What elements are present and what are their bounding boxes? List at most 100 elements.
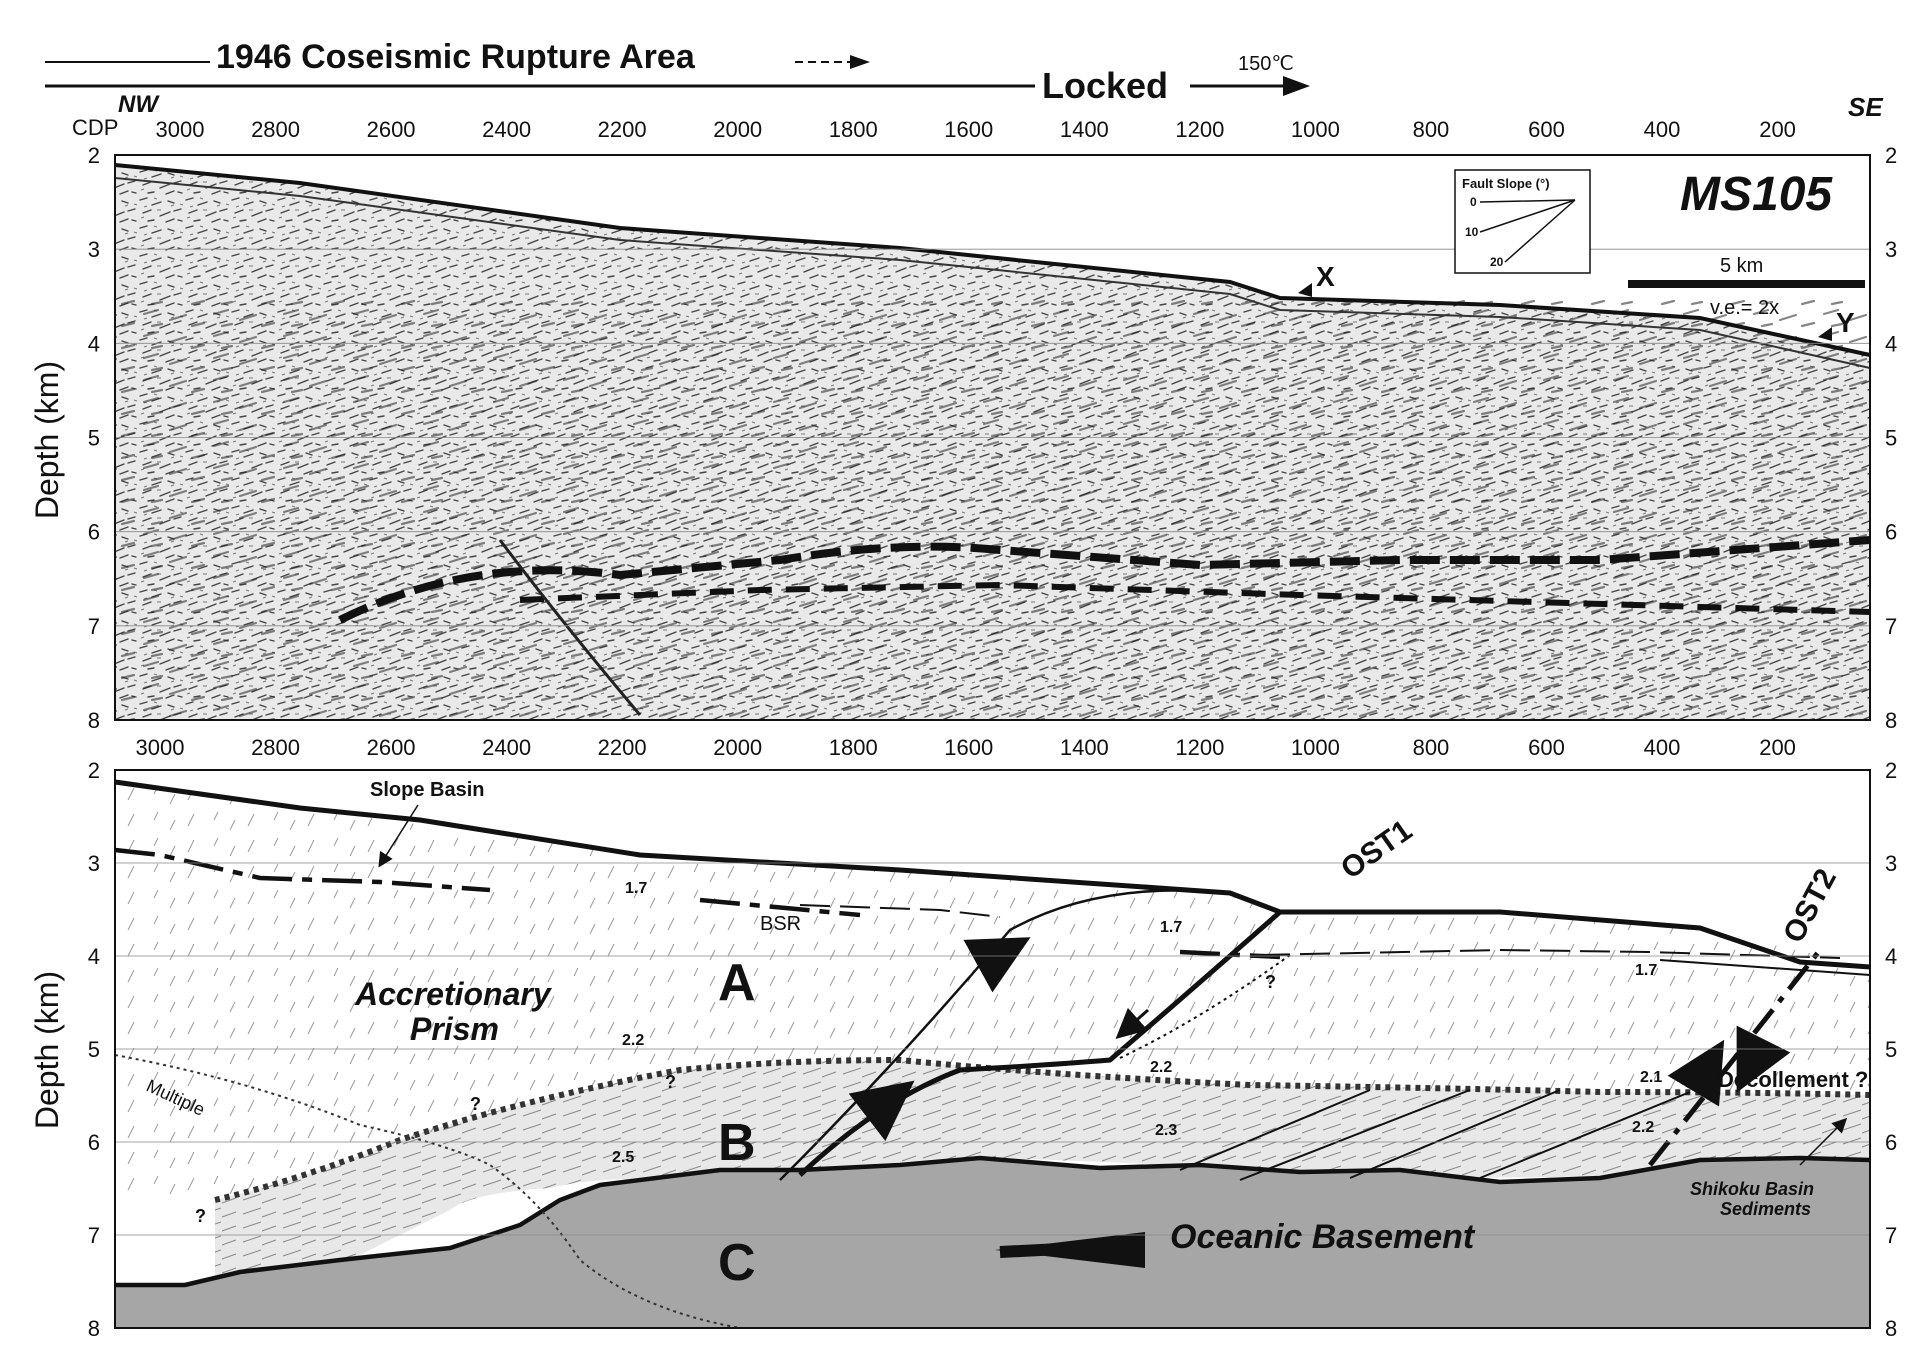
shikoku-label-2: Sediments bbox=[1720, 1199, 1811, 1219]
cdp-tick-label: 2800 bbox=[251, 117, 300, 142]
depth-tick-label: 2 bbox=[88, 143, 100, 168]
locked-arrow-head bbox=[1283, 76, 1310, 96]
bottom-depth-axis-label: Depth (km) bbox=[29, 971, 65, 1129]
cdp-tick-label: 1200 bbox=[1175, 735, 1224, 760]
cdp-tick-label: 1600 bbox=[944, 735, 993, 760]
cdp-tick-label: 1800 bbox=[829, 735, 878, 760]
fault-ost2 bbox=[1648, 948, 1822, 1167]
velocity-4: 2.2 bbox=[622, 1032, 644, 1049]
depth-tick-label: 3 bbox=[1885, 851, 1897, 876]
legend-title: Fault Slope (°) bbox=[1462, 176, 1550, 191]
depth-tick-label: 8 bbox=[1885, 1316, 1897, 1341]
depth-tick-label: 5 bbox=[1885, 1037, 1897, 1062]
cdp-tick-label: 2800 bbox=[251, 735, 300, 760]
shikoku-label-1: Shikoku Basin bbox=[1690, 1179, 1814, 1199]
question-1: ? bbox=[470, 1094, 481, 1114]
rupture-label: 1946 Coseismic Rupture Area bbox=[216, 38, 696, 76]
depth-tick-label: 2 bbox=[88, 758, 100, 783]
depth-tick-label: 8 bbox=[88, 1316, 100, 1341]
velocity-7: 2.2 bbox=[1632, 1119, 1654, 1136]
profile-name: MS105 bbox=[1680, 168, 1833, 221]
depth-tick-label: 3 bbox=[88, 851, 100, 876]
seafloor-top-2 bbox=[114, 177, 1871, 369]
thrust-faults bbox=[1179, 1089, 1691, 1181]
motion-arrow-5 bbox=[1115, 1007, 1149, 1039]
temp-label: 150℃ bbox=[1238, 53, 1294, 75]
depth-tick-label: 5 bbox=[88, 1037, 100, 1062]
motion-arrow-1 bbox=[963, 937, 1031, 993]
header: 1946 Coseismic Rupture Area Locked 150℃ … bbox=[45, 38, 1883, 122]
cdp-tick-label: 400 bbox=[1644, 735, 1681, 760]
cdp-tick-label: 1200 bbox=[1175, 117, 1224, 142]
cdp-tick-label: 2400 bbox=[482, 735, 531, 760]
cdp-tick-label: 200 bbox=[1759, 735, 1796, 760]
oceanic-basement bbox=[115, 1158, 1870, 1328]
vertical-exaggeration: v.e.= 2x bbox=[1710, 297, 1779, 319]
cdp-tick-label: 3000 bbox=[156, 117, 205, 142]
depth-tick-label: 5 bbox=[88, 426, 100, 451]
cdp-tick-label: 600 bbox=[1528, 117, 1565, 142]
cdp-tick-label: 1600 bbox=[944, 117, 993, 142]
cdp-tick-label: 2400 bbox=[482, 117, 531, 142]
velocity-6: 2.1 bbox=[1640, 1069, 1662, 1086]
plate-arrow-head bbox=[995, 1232, 1145, 1268]
cdp-tick-label: 400 bbox=[1644, 117, 1681, 142]
ost1-label: OST1 bbox=[1335, 814, 1418, 886]
question-4: ? bbox=[1265, 972, 1276, 992]
depth-tick-label: 4 bbox=[88, 331, 100, 356]
depth-tick-label: 8 bbox=[88, 708, 100, 733]
seafloor-top bbox=[114, 163, 1871, 357]
depth-tick-label: 4 bbox=[1885, 944, 1897, 969]
cdp-tick-label: 2600 bbox=[367, 735, 416, 760]
marker-y-arrow bbox=[1818, 327, 1832, 341]
question-3: ? bbox=[195, 1206, 206, 1226]
reflector-band-2 bbox=[519, 581, 1871, 615]
depth-tick-label: 7 bbox=[88, 1223, 100, 1248]
locked-label: Locked bbox=[1042, 65, 1168, 106]
unit-b-label: B bbox=[718, 1114, 756, 1172]
decollement-line bbox=[214, 1056, 1871, 1203]
cdp-tick-label: 800 bbox=[1413, 735, 1450, 760]
scale-bar-label: 5 km bbox=[1720, 255, 1763, 277]
ost2-horizon bbox=[1659, 959, 1871, 976]
bsr-label: BSR bbox=[760, 913, 801, 935]
legend-value-20: 20 bbox=[1490, 255, 1504, 269]
accretionary-label-2: Prism bbox=[410, 1011, 499, 1047]
unit-a-label: A bbox=[718, 954, 756, 1012]
fault-ost1-dotted bbox=[1119, 954, 1291, 1059]
depth-tick-label: 7 bbox=[88, 614, 100, 639]
motion-arrow-4 bbox=[1736, 1025, 1791, 1093]
slope-basin-pointer bbox=[378, 804, 419, 868]
cdp-tick-label: 200 bbox=[1759, 117, 1796, 142]
legend-value-0: 0 bbox=[1470, 195, 1477, 209]
top-grid bbox=[115, 248, 1870, 627]
question-2: ? bbox=[665, 1072, 676, 1092]
velocity-2: 1.7 bbox=[1160, 919, 1182, 936]
velocity-1: 1.7 bbox=[625, 880, 647, 897]
marker-y: Y bbox=[1836, 307, 1855, 338]
depth-tick-label: 2 bbox=[1885, 143, 1897, 168]
bottom-frame bbox=[114, 769, 1871, 1329]
motion-arrow-3 bbox=[1667, 1039, 1725, 1107]
depth-tick-label: 5 bbox=[1885, 426, 1897, 451]
slope-basin-label: Slope Basin bbox=[370, 779, 484, 801]
fault-ost1-splay bbox=[779, 889, 1231, 1181]
depth-tick-label: 7 bbox=[1885, 614, 1897, 639]
depth-tick-label: 7 bbox=[1885, 1223, 1897, 1248]
cdp-tick-label: 3000 bbox=[136, 735, 185, 760]
ost2-label: OST2 bbox=[1777, 864, 1843, 949]
basement-top bbox=[115, 1155, 1871, 1288]
velocity-8: 2.3 bbox=[1155, 1122, 1177, 1139]
accretionary-label-1: Accretionary bbox=[354, 976, 553, 1012]
unit-c-label: C bbox=[718, 1234, 756, 1292]
cdp-tick-label: 600 bbox=[1528, 735, 1565, 760]
decollement-label: Decollement ? bbox=[1718, 1067, 1868, 1092]
fault-slope-legend: Fault Slope (°) 0 10 20 bbox=[1454, 169, 1591, 274]
motion-arrow-2 bbox=[848, 1080, 915, 1142]
depth-tick-label: 4 bbox=[1885, 331, 1897, 356]
